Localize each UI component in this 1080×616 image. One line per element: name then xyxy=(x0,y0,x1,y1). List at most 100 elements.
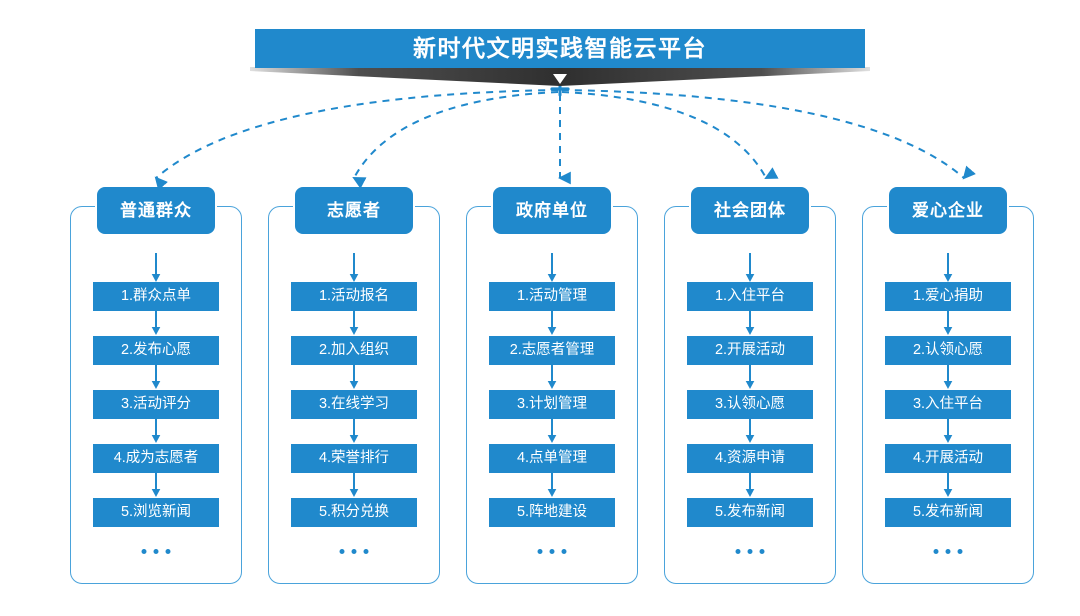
flow-item[interactable]: 5.浏览新闻 xyxy=(93,498,219,527)
flow-item-label: 5.发布新闻 xyxy=(912,504,984,521)
flow-item[interactable]: 3.在线学习 xyxy=(291,390,417,419)
column-普通群众: 普通群众 1.群众点单 2.发布心愿 3.活动评 xyxy=(70,187,242,584)
arrow-connector xyxy=(943,473,954,498)
platform-title-bar: 新时代文明实践智能云平台 xyxy=(255,29,865,68)
arrow-connector xyxy=(547,311,558,336)
flow-item-label: 1.活动管理 xyxy=(516,288,588,305)
arrow-connector xyxy=(943,365,954,390)
ellipsis-dot xyxy=(153,549,159,554)
flow-item-label: 1.爱心捐助 xyxy=(912,288,984,305)
flow-item-label: 4.成为志愿者 xyxy=(113,450,199,467)
arrow-connector xyxy=(547,419,558,444)
flow-item-label: 4.荣誉排行 xyxy=(318,450,390,467)
flow-item[interactable]: 5.阵地建设 xyxy=(489,498,615,527)
column-header-button[interactable]: 爱心企业 xyxy=(889,187,1007,234)
column-items: 1.群众点单 2.发布心愿 3.活动评分 4.成为志愿者 xyxy=(70,206,242,584)
flow-item-label: 4.资源申请 xyxy=(714,450,786,467)
arrow-connector xyxy=(349,473,360,498)
column-header-label: 志愿者 xyxy=(327,201,381,220)
column-items: 1.入住平台 2.开展活动 3.认领心愿 4.资源申请 xyxy=(664,206,836,584)
arrow-connector xyxy=(745,253,756,283)
more-items-ellipsis xyxy=(735,549,765,554)
column-header-button[interactable]: 志愿者 xyxy=(295,187,413,234)
flow-item[interactable]: 2.认领心愿 xyxy=(885,336,1011,365)
arrow-connector xyxy=(943,419,954,444)
arrow-connector xyxy=(943,311,954,336)
arrow-connector xyxy=(151,473,162,498)
flow-item-label: 1.入住平台 xyxy=(714,288,786,305)
flow-item[interactable]: 5.发布新闻 xyxy=(885,498,1011,527)
flow-item[interactable]: 2.志愿者管理 xyxy=(489,336,615,365)
ellipsis-dot xyxy=(747,549,753,554)
flow-item[interactable]: 4.荣誉排行 xyxy=(291,444,417,473)
chevron-down-icon xyxy=(553,74,567,84)
arrow-connector xyxy=(151,365,162,390)
ellipsis-dot xyxy=(537,549,543,554)
flow-item-label: 3.认领心愿 xyxy=(714,396,786,413)
flow-item[interactable]: 3.活动评分 xyxy=(93,390,219,419)
flow-item-label: 2.认领心愿 xyxy=(912,342,984,359)
flow-item[interactable]: 4.资源申请 xyxy=(687,444,813,473)
flow-item[interactable]: 4.成为志愿者 xyxy=(93,444,219,473)
more-items-ellipsis xyxy=(339,549,369,554)
flow-item[interactable]: 3.入住平台 xyxy=(885,390,1011,419)
arrow-connector xyxy=(151,253,162,283)
flow-item[interactable]: 5.积分兑换 xyxy=(291,498,417,527)
arrow-connector xyxy=(151,311,162,336)
column-items: 1.活动报名 2.加入组织 3.在线学习 4.荣誉排行 xyxy=(268,206,440,584)
flow-item[interactable]: 4.开展活动 xyxy=(885,444,1011,473)
flow-item-label: 3.入住平台 xyxy=(912,396,984,413)
ellipsis-dot xyxy=(141,549,147,554)
column-header-label: 普通群众 xyxy=(120,201,192,220)
flow-item[interactable]: 2.加入组织 xyxy=(291,336,417,365)
arrow-connector xyxy=(349,419,360,444)
flow-item-label: 5.发布新闻 xyxy=(714,504,786,521)
more-items-ellipsis xyxy=(933,549,963,554)
column-items: 1.爱心捐助 2.认领心愿 3.入住平台 4.开展活动 xyxy=(862,206,1034,584)
flow-item-label: 3.计划管理 xyxy=(516,396,588,413)
column-社会团体: 社会团体 1.入住平台 2.开展活动 3.认领心 xyxy=(664,187,836,584)
arrow-connector xyxy=(349,365,360,390)
column-items: 1.活动管理 2.志愿者管理 3.计划管理 4.点单管理 xyxy=(466,206,638,584)
flow-item[interactable]: 3.认领心愿 xyxy=(687,390,813,419)
flow-item-label: 2.志愿者管理 xyxy=(509,342,595,359)
arrow-connector xyxy=(943,253,954,283)
more-items-ellipsis xyxy=(141,549,171,554)
column-志愿者: 志愿者 1.活动报名 2.加入组织 3.在线学习 xyxy=(268,187,440,584)
flow-item[interactable]: 1.群众点单 xyxy=(93,282,219,311)
flow-item[interactable]: 5.发布新闻 xyxy=(687,498,813,527)
flow-item[interactable]: 1.爱心捐助 xyxy=(885,282,1011,311)
arrow-connector xyxy=(547,473,558,498)
flow-item[interactable]: 1.活动报名 xyxy=(291,282,417,311)
flow-item[interactable]: 4.点单管理 xyxy=(489,444,615,473)
arrow-connector xyxy=(547,253,558,283)
arrow-connector xyxy=(745,311,756,336)
flow-item[interactable]: 2.开展活动 xyxy=(687,336,813,365)
column-政府单位: 政府单位 1.活动管理 2.志愿者管理 3.计划 xyxy=(466,187,638,584)
ellipsis-dot xyxy=(759,549,765,554)
flow-item-label: 5.阵地建设 xyxy=(516,504,588,521)
arrow-connector xyxy=(349,253,360,283)
flow-item[interactable]: 1.活动管理 xyxy=(489,282,615,311)
flow-item-label: 4.点单管理 xyxy=(516,450,588,467)
column-header-button[interactable]: 社会团体 xyxy=(691,187,809,234)
ellipsis-dot xyxy=(165,549,171,554)
ellipsis-dot xyxy=(363,549,369,554)
flow-item-label: 3.在线学习 xyxy=(318,396,390,413)
column-header-button[interactable]: 普通群众 xyxy=(97,187,215,234)
column-header-label: 政府单位 xyxy=(516,201,588,220)
more-items-ellipsis xyxy=(537,549,567,554)
flow-item[interactable]: 2.发布心愿 xyxy=(93,336,219,365)
column-header-button[interactable]: 政府单位 xyxy=(493,187,611,234)
ellipsis-dot xyxy=(945,549,951,554)
flow-item-label: 5.浏览新闻 xyxy=(120,504,192,521)
flow-item[interactable]: 3.计划管理 xyxy=(489,390,615,419)
ellipsis-dot xyxy=(957,549,963,554)
arrow-connector xyxy=(349,311,360,336)
arrow-connector xyxy=(745,365,756,390)
flow-item-label: 2.发布心愿 xyxy=(120,342,192,359)
ellipsis-dot xyxy=(735,549,741,554)
flow-item[interactable]: 1.入住平台 xyxy=(687,282,813,311)
column-header-label: 爱心企业 xyxy=(912,201,984,220)
